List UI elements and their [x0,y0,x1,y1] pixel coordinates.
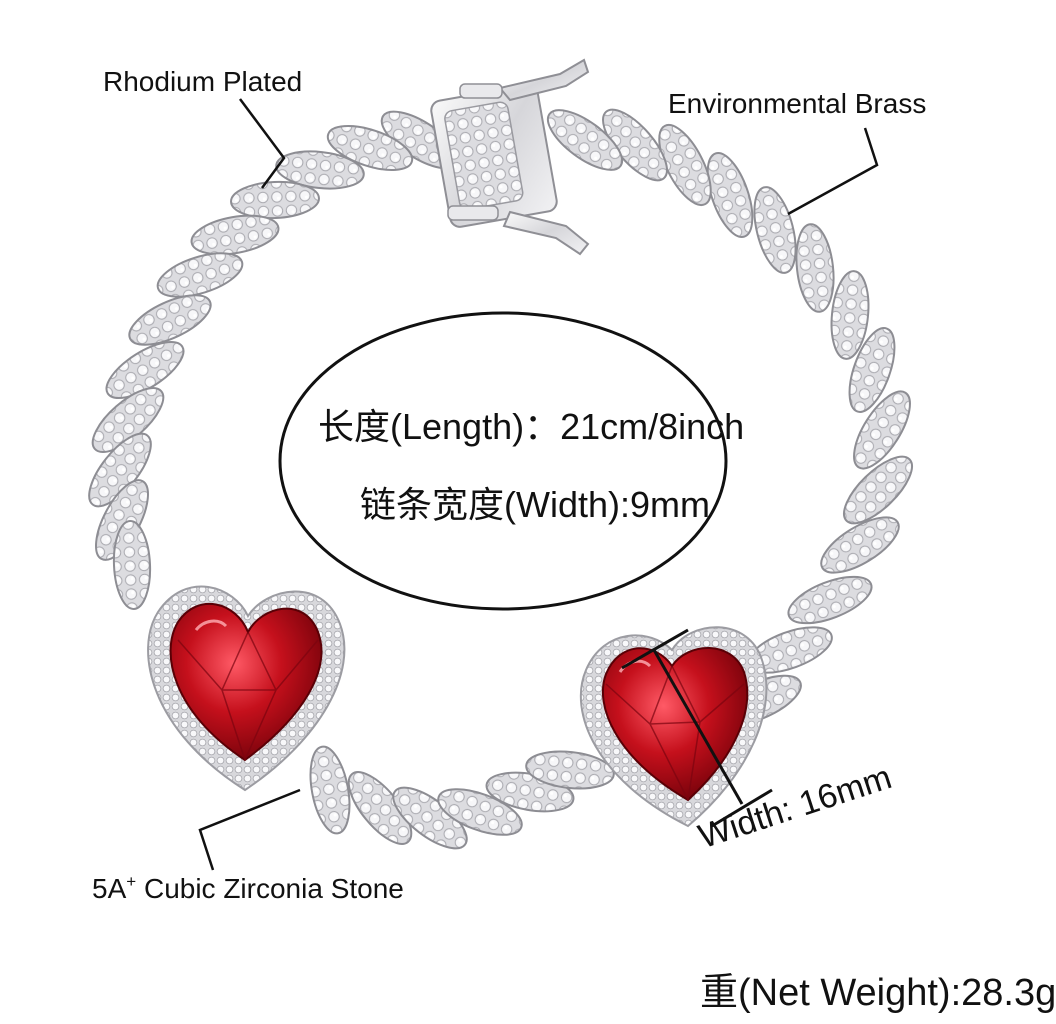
heart-stone-left [147,585,346,792]
callout-environmental-brass: Environmental Brass [668,88,927,119]
chain-link [128,294,212,346]
callout-line-rhodium [238,98,286,189]
chain-link [706,152,754,238]
callout-lines [198,98,879,871]
chain-link [658,124,712,206]
cuban-chain [88,108,913,850]
stone-grade-plus: + [126,872,137,891]
callout-cubic-zirconia: 5A+ Cubic Zirconia Stone [92,872,404,905]
stone-grade: 5A [92,873,127,904]
chain-link [525,750,615,790]
chain-link [105,341,185,399]
chain-link [830,270,870,360]
callout-rhodium-plated: Rhodium Plated [103,66,303,97]
callout-line-stone [198,788,301,871]
stone-description: Cubic Zirconia Stone [136,873,404,904]
spec-net-weight: 重(Net Weight):28.3g [700,972,1056,1014]
chain-link [309,745,351,835]
spec-chain-width: 链条宽度(Width):9mm [360,484,710,525]
chain-link [820,516,900,574]
heart-stone-right [579,626,768,828]
bracelet-photo [88,58,913,871]
chain-link [437,788,523,836]
width-dimension-marker [621,628,773,828]
chain-link [853,390,911,470]
box-clasp [430,58,590,256]
chain-link [843,455,913,525]
chain-link [230,180,320,220]
callout-line-brass [787,127,879,216]
chain-link [275,150,365,190]
chain-link [190,214,280,256]
chain-link [112,520,152,610]
chain-link [546,109,624,171]
chain-link [787,575,873,625]
spec-ellipse [278,311,728,611]
chain-link [795,223,835,313]
chain-link [753,186,797,274]
chain-link [326,125,414,171]
spec-length: 长度(Length)：21cm/8inch [318,406,745,447]
chain-link [848,327,896,413]
chain-link [156,252,244,298]
